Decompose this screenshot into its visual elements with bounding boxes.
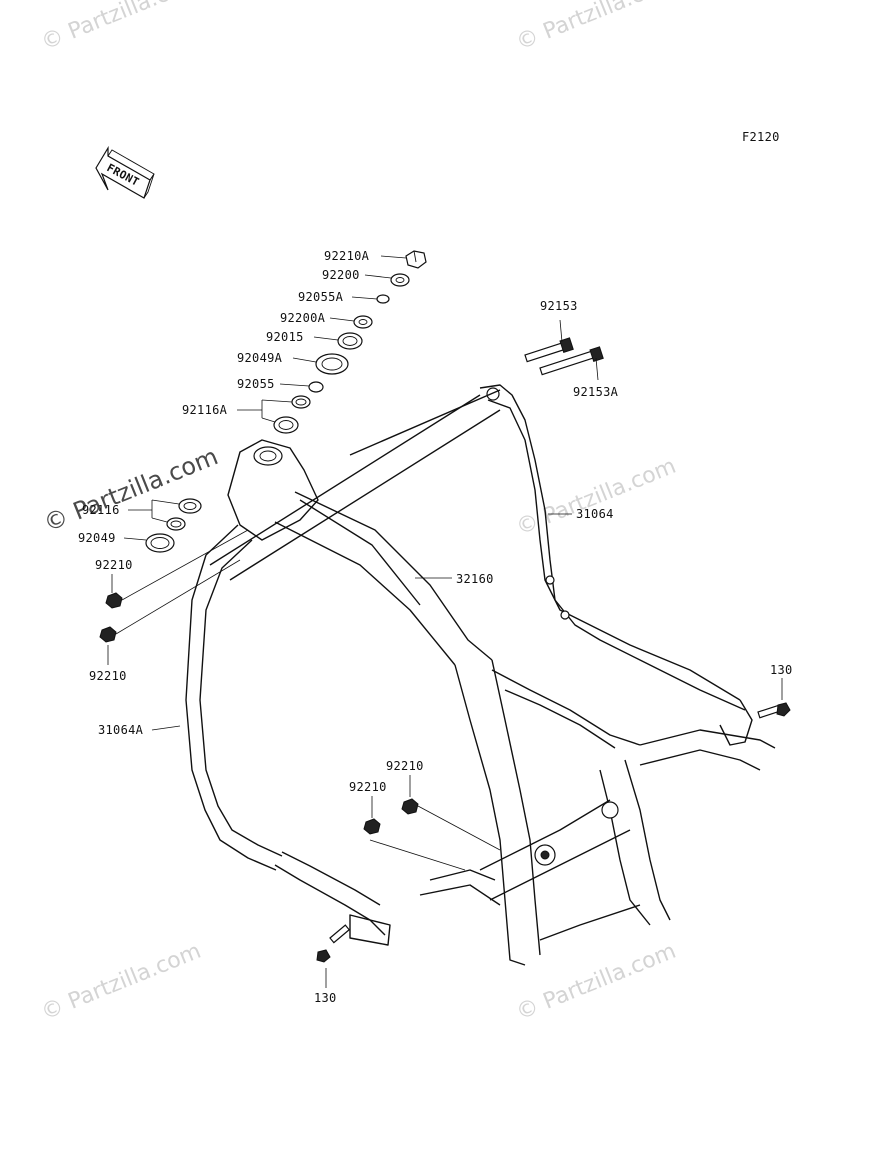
part-labels: 92210A 92200 92055A 92200A 92015 92049A … <box>78 249 793 1005</box>
label-92210-center-left: 92210 <box>349 780 387 794</box>
label-92210-upper-left: 92210 <box>95 558 133 572</box>
watermark-middle-right: © Partzilla.com <box>513 454 680 541</box>
bolts-92153 <box>524 337 604 376</box>
label-92200: 92200 <box>322 268 360 282</box>
label-92210A: 92210A <box>324 249 370 263</box>
label-92200A: 92200A <box>280 311 326 325</box>
label-92055A: 92055A <box>298 290 344 304</box>
label-92153: 92153 <box>540 299 578 313</box>
label-130-bottom: 130 <box>314 991 337 1005</box>
watermark-large: © Partzilla.com <box>40 442 222 537</box>
bolts-130 <box>316 702 791 963</box>
label-92055: 92055 <box>237 377 275 391</box>
label-92210-lower-left: 92210 <box>89 669 127 683</box>
label-31064A: 31064A <box>98 723 144 737</box>
watermark-bottom-left: © Partzilla.com <box>38 939 205 1026</box>
watermark-top-left: © Partzilla.com <box>38 0 205 56</box>
nuts-92210 <box>99 592 419 835</box>
label-92049A: 92049A <box>237 351 283 365</box>
top-cross-tube <box>209 389 501 581</box>
right-frame-tube <box>479 384 753 746</box>
label-92210-center-right: 92210 <box>386 759 424 773</box>
main-frame <box>185 439 776 966</box>
label-92015: 92015 <box>266 330 304 344</box>
label-92116: 92116 <box>82 503 120 517</box>
steering-stem-parts <box>145 250 427 553</box>
watermark-bottom-right: © Partzilla.com <box>513 939 680 1026</box>
label-130-right: 130 <box>770 663 793 677</box>
watermark-top-right: © Partzilla.com <box>513 0 680 56</box>
leader-lines <box>107 255 783 988</box>
front-arrow-icon: FRONT <box>95 145 155 199</box>
label-92116A: 92116A <box>182 403 228 417</box>
label-31064: 31064 <box>576 507 614 521</box>
label-92153A: 92153A <box>573 385 619 399</box>
label-92049: 92049 <box>78 531 116 545</box>
label-32160: 32160 <box>456 572 494 586</box>
diagram-code: F2120 <box>742 130 780 144</box>
